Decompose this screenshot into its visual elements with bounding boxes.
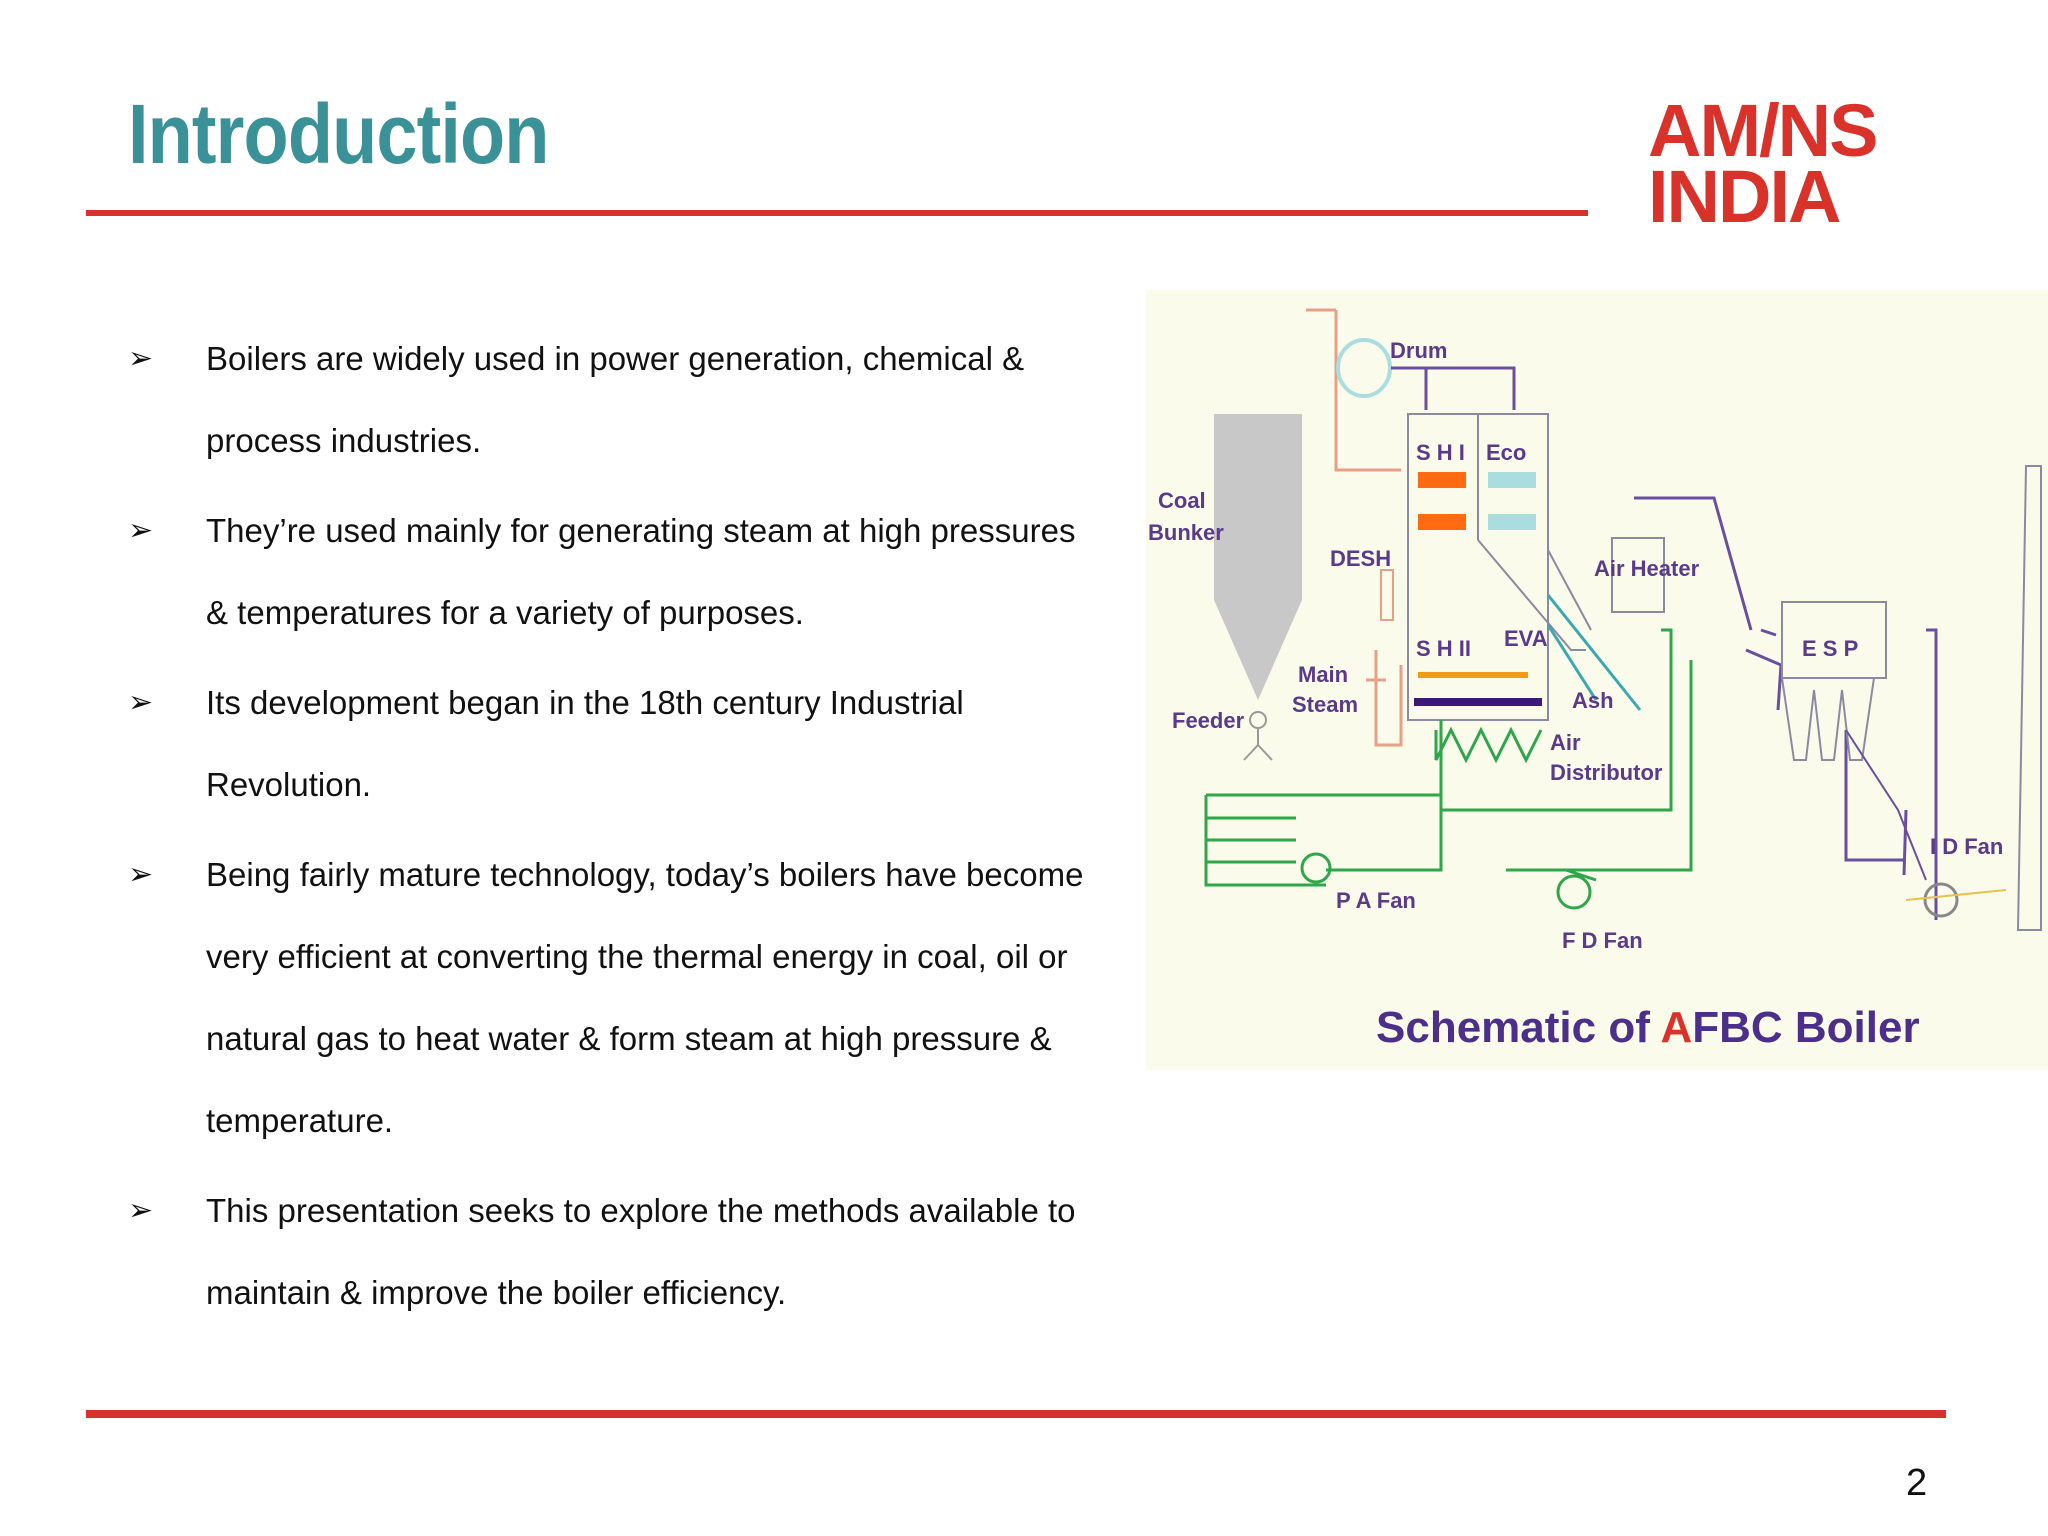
schematic-diagram: Drum Coal Bunker DESH S H I Eco S H II E… [1148, 308, 2042, 1052]
pa-fan-shape [1300, 852, 1332, 884]
logo-line-1: AM/NS [1648, 89, 1878, 172]
bullet-arrow-icon: ➢ [128, 858, 154, 891]
bullet-text: Boilers are widely used in power generat… [206, 340, 1025, 459]
coal-bunker-shape [1214, 414, 1302, 700]
label-eco: Eco [1486, 440, 1526, 465]
bullet-item: ➢ Being fairly mature technology, today’s… [128, 834, 1088, 1162]
bullet-list: ➢ Boilers are widely used in power genera… [128, 318, 1088, 1342]
header-divider [86, 210, 1588, 216]
label-air-heater: Air Heater [1594, 556, 1700, 581]
label-eva: EVA [1504, 626, 1548, 651]
desuperheater-shape [1380, 569, 1394, 621]
label-id-fan: I D Fan [1930, 834, 2003, 859]
bullet-arrow-icon: ➢ [128, 514, 154, 547]
label-distributor: Distributor [1550, 760, 1663, 785]
slide-title: Introduction [128, 87, 549, 181]
fd-fan-shape [1556, 874, 1592, 910]
bullet-item: ➢ This presentation seeks to explore the … [128, 1170, 1088, 1334]
company-logo: AM/NS INDIA [1648, 89, 1878, 238]
bullet-arrow-icon: ➢ [128, 342, 154, 375]
label-fd-fan: F D Fan [1562, 928, 1643, 953]
bullet-arrow-icon: ➢ [128, 1194, 154, 1227]
figure-caption: Schematic of AFBC Boiler [1376, 1003, 1920, 1052]
label-desh: DESH [1330, 546, 1391, 571]
logo-line-2: INDIA [1648, 155, 1841, 238]
bullet-item: ➢ Boilers are widely used in power genera… [128, 318, 1088, 482]
footer-divider [86, 1410, 1946, 1418]
label-drum: Drum [1390, 338, 1447, 363]
label-steam: Steam [1292, 692, 1358, 717]
bullet-text: They’re used mainly for generating steam… [206, 512, 1076, 631]
drum-shape [1336, 338, 1392, 398]
label-pa-fan: P A Fan [1336, 888, 1416, 913]
bullet-item: ➢ They’re used mainly for generating stea… [128, 490, 1088, 654]
label-air: Air [1550, 730, 1581, 755]
bullet-item: ➢ Its development began in the 18th centu… [128, 662, 1088, 826]
label-main: Main [1298, 662, 1348, 687]
label-bunker: Bunker [1148, 520, 1224, 545]
label-feeder: Feeder [1172, 708, 1245, 733]
label-coal: Coal [1158, 488, 1206, 513]
label-shi: S H I [1416, 440, 1465, 465]
afbc-boiler-schematic: Drum Coal Bunker DESH S H I Eco S H II E… [1146, 290, 2048, 1070]
label-ash: Ash [1572, 688, 1614, 713]
label-esp: E S P [1802, 636, 1858, 661]
bullet-text: Being fairly mature technology, today’s … [206, 856, 1084, 1139]
bullet-text: Its development began in the 18th centur… [206, 684, 964, 803]
bullet-text: This presentation seeks to explore the m… [206, 1192, 1076, 1311]
id-fan-shape [1923, 882, 1959, 918]
page-number: 2 [1906, 1462, 1928, 1504]
label-shii: S H II [1416, 636, 1471, 661]
bullet-arrow-icon: ➢ [128, 686, 154, 719]
